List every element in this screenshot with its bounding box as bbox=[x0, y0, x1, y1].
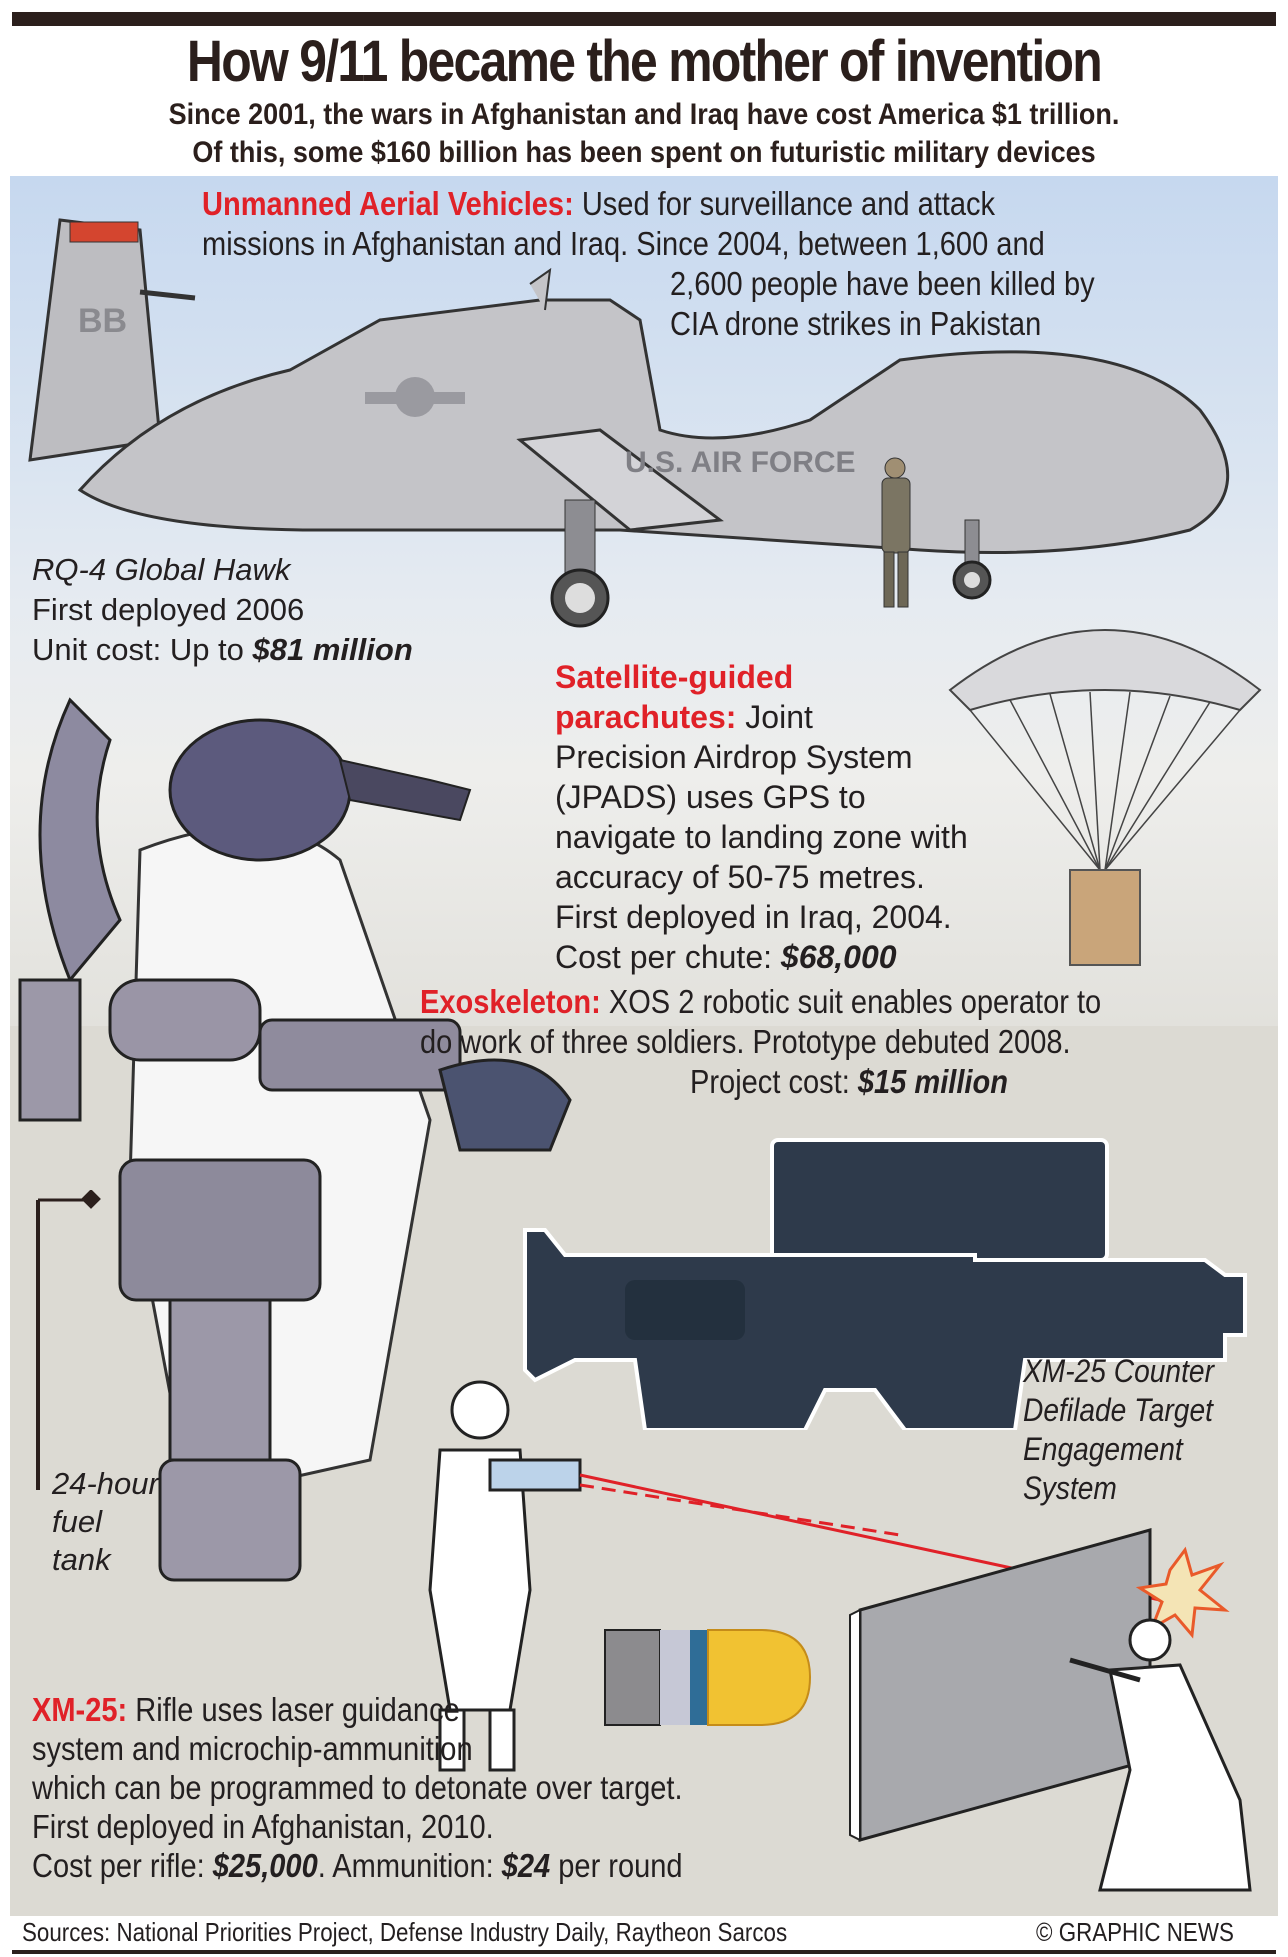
exo-body-2: do work of three soldiers. Prototype deb… bbox=[420, 1023, 1071, 1060]
parachute-body-4: navigate to landing zone with bbox=[555, 819, 968, 855]
xm25-caption-3: Engagement bbox=[1023, 1431, 1183, 1467]
exo-arm-lower bbox=[258, 1018, 462, 1092]
exo-line-1: Exoskeleton: XOS 2 robotic suit enables … bbox=[420, 982, 1101, 1021]
uav-model-name: RQ-4 Global Hawk bbox=[32, 552, 291, 587]
bottom-rule bbox=[12, 1950, 1276, 1954]
uav-body-4: CIA drone strikes in Pakistan bbox=[670, 305, 1042, 342]
uav-text-line-1: Unmanned Aerial Vehicles: Used for surve… bbox=[202, 184, 995, 223]
rifle-sight-module bbox=[770, 1138, 1109, 1262]
xm25-cost-label: Cost per rifle: bbox=[32, 1847, 213, 1884]
exoskeleton-illustration bbox=[18, 697, 572, 1582]
fuel-label-2: fuel bbox=[52, 1504, 102, 1539]
xm25-engagement-scene bbox=[428, 1380, 1252, 1892]
parachute-body-5: accuracy of 50-75 metres. bbox=[555, 859, 925, 895]
drone-tail-fin bbox=[28, 218, 162, 462]
concrete-wall bbox=[858, 1528, 1152, 1842]
xm25-body-4: First deployed in Afghanistan, 2010. bbox=[32, 1808, 494, 1845]
xm25-rifle-illustration bbox=[523, 1138, 1247, 1430]
exo-heading: Exoskeleton: bbox=[420, 983, 601, 1020]
global-hawk-drone-illustration: BB U.S. AIR FORCE bbox=[28, 218, 1230, 628]
xm25-cost-value: $25,000 bbox=[212, 1847, 318, 1884]
fuel-tank-pointer bbox=[36, 1190, 101, 1490]
operator-glove bbox=[438, 1058, 572, 1152]
copyright-credit: © GRAPHIC NEWS bbox=[1036, 1917, 1234, 1947]
exo-leg-upper bbox=[168, 1298, 272, 1462]
parachute-body-6: First deployed in Iraq, 2004. bbox=[555, 899, 952, 935]
page-title: How 9/11 became the mother of invention bbox=[186, 29, 1103, 94]
parachute-cost-label: Cost per chute: bbox=[555, 939, 781, 975]
xm25-ammo-label: . Ammunition: bbox=[317, 1847, 502, 1884]
ground-crew-figure bbox=[881, 457, 911, 608]
xm25-ammo-value: $24 bbox=[501, 1847, 551, 1884]
fuel-label-1: 24-hour bbox=[52, 1466, 159, 1501]
exo-hip-unit bbox=[118, 1158, 322, 1302]
xm25-body-1: Rifle uses laser guidance bbox=[135, 1691, 460, 1728]
drone-fuselage bbox=[77, 298, 1230, 554]
subtitle-line-1: Since 2001, the wars in Afghanistan and … bbox=[168, 98, 1120, 131]
uav-unit-cost: Unit cost: Up to $81 million bbox=[32, 630, 413, 669]
parachute-body-1: Joint bbox=[745, 699, 813, 735]
uav-body-3: 2,600 people have been killed by bbox=[670, 265, 1095, 302]
parachute-cost: Cost per chute: $68,000 bbox=[555, 938, 897, 977]
parachute-heading-2: parachutes: bbox=[555, 699, 737, 735]
tail-red-band bbox=[69, 221, 139, 243]
exo-cost-value: $15 million bbox=[857, 1063, 1008, 1100]
uav-deployed: First deployed 2006 bbox=[32, 592, 305, 627]
parachute-canopy bbox=[948, 629, 1262, 712]
sources-credit: Sources: National Priorities Project, De… bbox=[22, 1917, 788, 1947]
parachute-heading-1: Satellite-guided bbox=[555, 659, 794, 695]
top-rule bbox=[12, 12, 1276, 26]
fuel-label-3: tank bbox=[52, 1542, 111, 1577]
parachute-cost-value: $68,000 bbox=[780, 939, 897, 975]
parachute-body-3: (JPADS) uses GPS to bbox=[555, 779, 866, 815]
uav-body-2: missions in Afghanistan and Iraq. Since … bbox=[202, 225, 1045, 262]
target-figure bbox=[1069, 1618, 1252, 1892]
xm25-caption-1: XM-25 Counter bbox=[1023, 1353, 1214, 1389]
fuselage-marking: U.S. AIR FORCE bbox=[625, 446, 856, 479]
supply-crate bbox=[1069, 869, 1141, 966]
fuel-tank bbox=[158, 1458, 302, 1582]
parachute-illustration bbox=[948, 629, 1262, 966]
ammunition-round bbox=[604, 1629, 812, 1726]
operator-helmet bbox=[168, 718, 352, 862]
uav-heading: Unmanned Aerial Vehicles: bbox=[202, 185, 574, 222]
xm25-line-1: XM-25: Rifle uses laser guidance bbox=[32, 1690, 460, 1729]
exo-body-1: XOS 2 robotic suit enables operator to bbox=[608, 983, 1102, 1020]
xm25-heading: XM-25: bbox=[32, 1691, 128, 1728]
parachute-line-1: parachutes: Joint bbox=[555, 698, 813, 737]
uav-cost-label: Unit cost: Up to bbox=[32, 632, 253, 667]
xm25-body-3: which can be programmed to detonate over… bbox=[32, 1769, 683, 1806]
xm25-caption-4: System bbox=[1023, 1470, 1117, 1506]
tail-marking: BB bbox=[78, 302, 127, 340]
xm25-body-2: system and microchip-ammunition bbox=[32, 1730, 473, 1767]
xm25-cost: Cost per rifle: $25,000. Ammunition: $24… bbox=[32, 1846, 683, 1885]
exo-cost: Project cost: $15 million bbox=[690, 1062, 1008, 1101]
xm25-caption-2: Defilade Target bbox=[1023, 1392, 1213, 1428]
xm25-ammo-suffix: per round bbox=[550, 1847, 683, 1884]
exoskeleton-tube bbox=[38, 697, 122, 983]
exo-cost-label: Project cost: bbox=[690, 1063, 858, 1100]
uav-body-1: Used for surveillance and attack bbox=[581, 185, 996, 222]
exo-arm-upper bbox=[108, 978, 262, 1062]
soldier-figure bbox=[428, 1380, 582, 1772]
parachute-body-2: Precision Airdrop System bbox=[555, 739, 913, 775]
explosion-burst bbox=[1135, 1546, 1230, 1639]
uav-cost-value: $81 million bbox=[252, 632, 413, 667]
subtitle-line-2: Of this, some $160 billion has been spen… bbox=[192, 136, 1096, 169]
